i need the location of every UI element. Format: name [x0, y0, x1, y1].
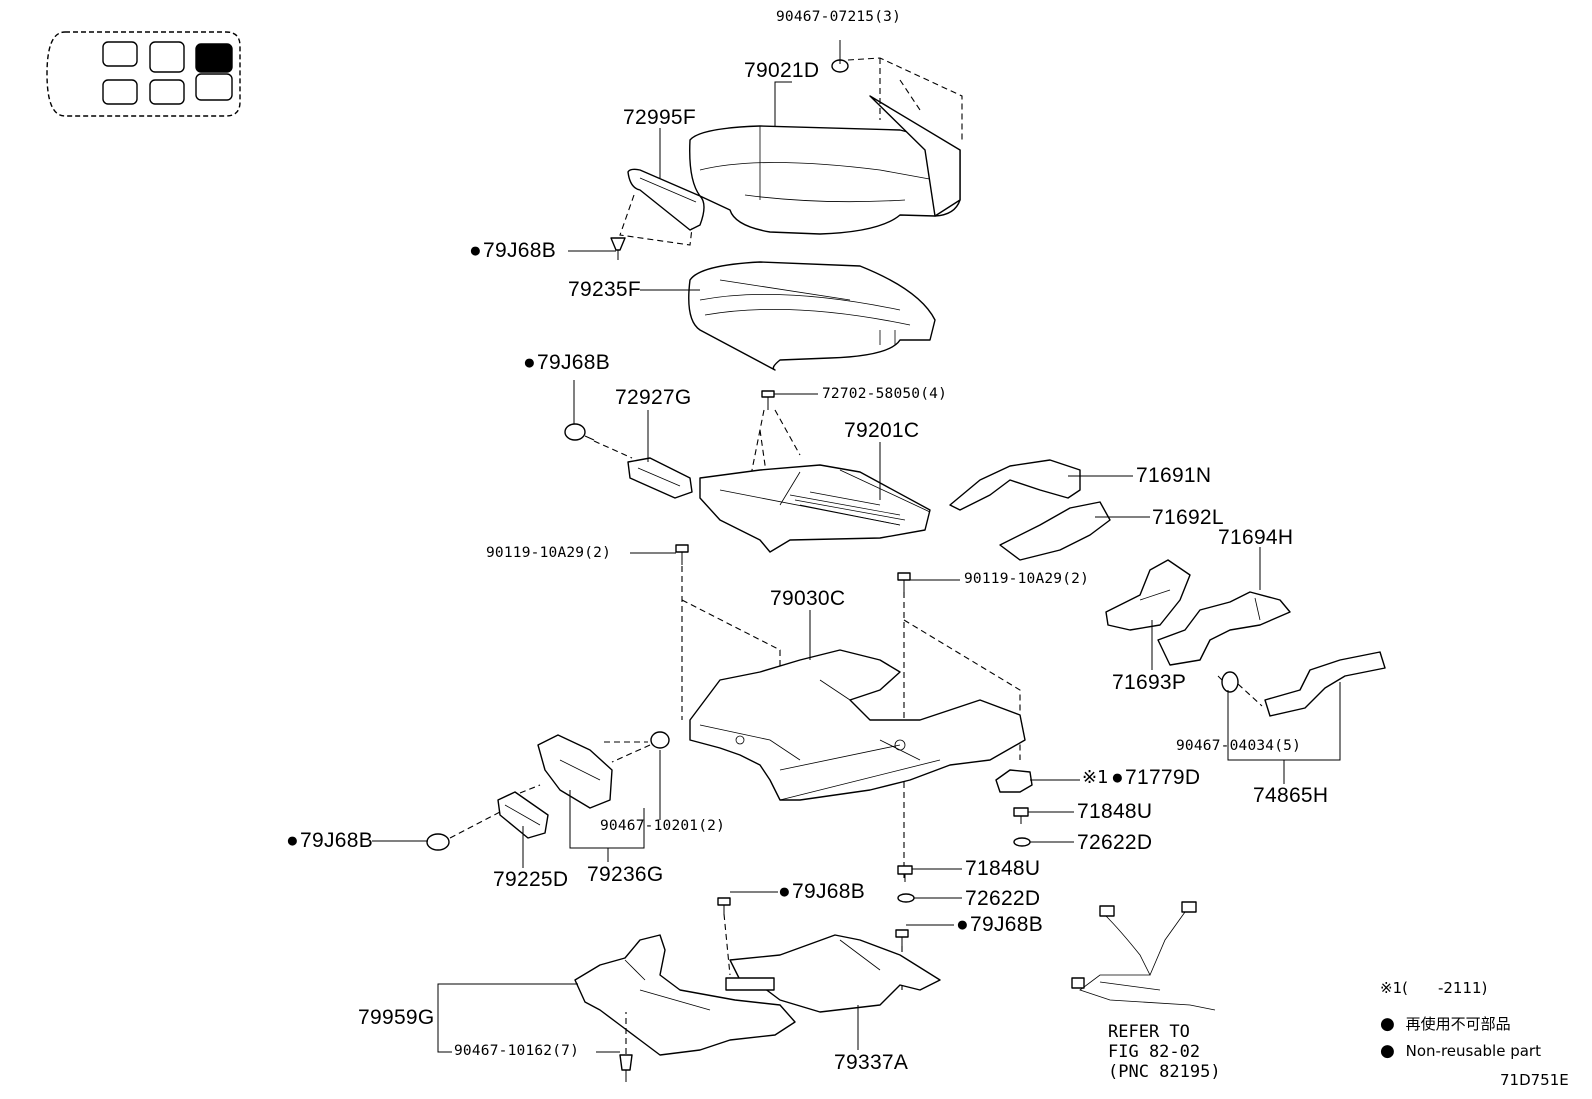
legend-dot-icon: ● [1380, 1041, 1395, 1061]
washer-72622D-b [897, 893, 915, 903]
label-72927G: 72927G [615, 386, 692, 409]
bolt-90119-10A29-b [897, 572, 911, 592]
legend-note: ※1( -2111) [1380, 979, 1488, 997]
label-79J68B-e: 79J68B [956, 914, 1043, 935]
legend-dot-icon: ● [1380, 1014, 1395, 1034]
seat-adjuster-79030C [689, 649, 1026, 801]
label-79236G: 79236G [587, 863, 664, 886]
clip-79J68B-e [895, 929, 909, 946]
label-71692L: 71692L [1152, 506, 1224, 529]
label-79J68B-b: 79J68B [523, 352, 610, 373]
reference-line-2: FIG 82-02 [1108, 1042, 1201, 1062]
label-72622D-b: 72622D [965, 887, 1041, 910]
seat-cushion-cover-79021D [689, 95, 961, 235]
label-71693P: 71693P [1112, 671, 1187, 694]
clip-79J68B-c [426, 833, 450, 851]
label-79337A: 79337A [834, 1051, 909, 1074]
clip-79J68B-b [564, 423, 595, 441]
legend-en: ● Non-reusable part [1380, 1043, 1541, 1060]
under-cover-79337A [725, 934, 941, 1013]
legend-jp: ● 再使用不可部品 [1380, 1016, 1511, 1033]
label-90119-10A29-a: 90119-10A29(2) [486, 545, 612, 561]
bushing-71848U-a [1013, 807, 1029, 824]
legend-en-text: Non-reusable part [1405, 1042, 1541, 1060]
label-71779D-note-marker: ※1 [1082, 767, 1109, 788]
clip-90467-04034 [1217, 671, 1239, 693]
bracket-71779D [995, 769, 1033, 793]
selected-seat-marker [195, 43, 233, 73]
label-90467-07215: 90467-07215(3) [776, 9, 902, 25]
label-79201C: 79201C [844, 419, 920, 442]
bolt-72702-58050 [761, 390, 775, 410]
cover-72995F [627, 168, 705, 231]
label-90467-04034: 90467-04034(5) [1176, 738, 1302, 754]
legend-jp-text: 再使用不可部品 [1405, 1015, 1511, 1033]
bolt-90119-10A29-a [675, 544, 689, 565]
label-71694H: 71694H [1218, 526, 1294, 549]
washer-72622D-a [1013, 837, 1031, 847]
label-79J68B-a: 79J68B [469, 240, 556, 261]
label-79021D: 79021D [744, 59, 820, 82]
seat-frame-79201C [699, 464, 931, 553]
cover-79236G [537, 734, 613, 809]
clip-79J68B-d [717, 897, 731, 914]
label-79235F: 79235F [568, 278, 642, 301]
rail-cover-74865H [1264, 651, 1386, 717]
label-71691N: 71691N [1136, 464, 1212, 487]
trim-72927G [627, 457, 693, 499]
label-71848U-b: 71848U [965, 857, 1041, 880]
clip-90467-07215 [831, 54, 849, 73]
reference-note: REFER TO FIG 82-02 (PNC 82195) [1108, 1022, 1221, 1082]
label-79J68B-d: 79J68B [778, 881, 865, 902]
label-90467-10162: 90467-10162(7) [454, 1043, 580, 1059]
label-90467-10201: 90467-10201(2) [600, 818, 726, 834]
wire-harness [1071, 901, 1216, 1011]
bracket-71694H [1157, 591, 1291, 666]
leader-lines [372, 40, 1341, 1053]
label-79030C: 79030C [770, 587, 846, 610]
clip-79J68B-a [610, 237, 626, 260]
label-72622D-a: 72622D [1077, 831, 1153, 854]
label-79959G: 79959G [358, 1006, 435, 1029]
label-72995F: 72995F [623, 106, 697, 129]
label-74865H: 74865H [1253, 784, 1329, 807]
seat-cushion-pad-79235F [688, 261, 936, 371]
trim-79225D [497, 791, 549, 839]
bracket-71692L [999, 501, 1111, 561]
label-90119-10A29-b: 90119-10A29(2) [964, 571, 1090, 587]
clip-90467-10201 [650, 731, 670, 749]
label-72702-58050: 72702-58050(4) [822, 386, 948, 402]
illustration-code: 71D751E [1500, 1071, 1569, 1089]
clip-90467-10162 [619, 1054, 633, 1082]
label-71779D: 71779D [1111, 767, 1200, 788]
reference-line-1: REFER TO [1108, 1022, 1190, 1042]
reference-line-3: (PNC 82195) [1108, 1062, 1221, 1082]
label-79J68B-c: 79J68B [286, 830, 373, 851]
bracket-71691N [949, 459, 1081, 511]
bushing-71848U-b [897, 865, 913, 882]
seat-position-inset [46, 31, 241, 117]
label-79225D: 79225D [493, 868, 569, 891]
bracket-71693P [1105, 559, 1191, 631]
label-71848U-a: 71848U [1077, 800, 1153, 823]
duct-79959G [574, 934, 796, 1056]
